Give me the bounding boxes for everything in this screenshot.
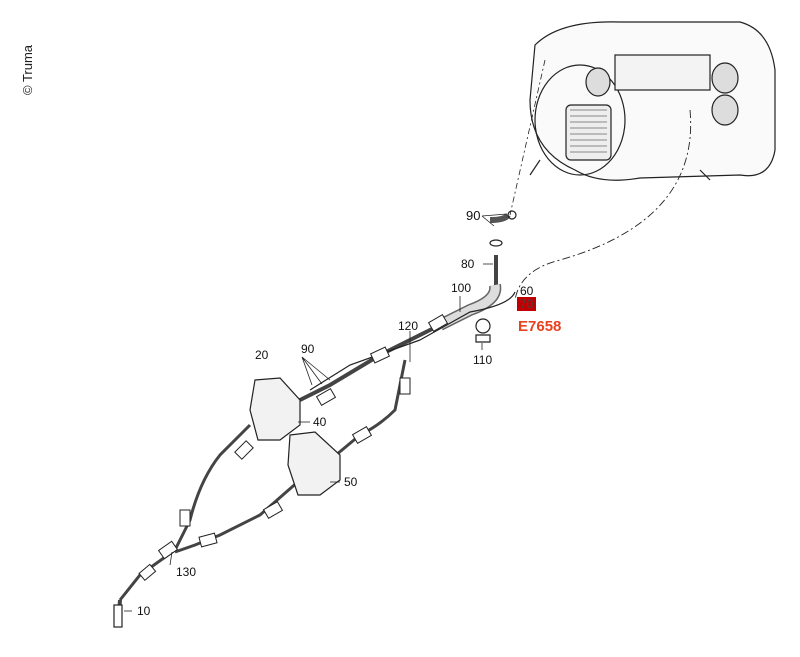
part-label-130: 130: [176, 565, 197, 579]
part-label-90-mid: 90: [301, 342, 315, 356]
diagram-code: E7658: [518, 318, 562, 335]
part-label-110: 110: [473, 353, 493, 367]
part-label-90: 90: [466, 208, 481, 223]
part-label-40: 40: [313, 415, 327, 429]
heater-unit: [529, 21, 776, 181]
part-label-120: 120: [398, 319, 419, 333]
part-label-60: 60: [520, 284, 534, 298]
part-label-50: 50: [344, 475, 358, 489]
part-label-100: 100: [451, 281, 472, 295]
part-label-10: 10: [137, 604, 151, 618]
copyright-text: © Truma: [20, 44, 35, 95]
part-label-80: 80: [461, 257, 475, 271]
part-label-20: 20: [255, 348, 269, 362]
part-label-70-highlighted[interactable]: 70: [517, 297, 537, 311]
